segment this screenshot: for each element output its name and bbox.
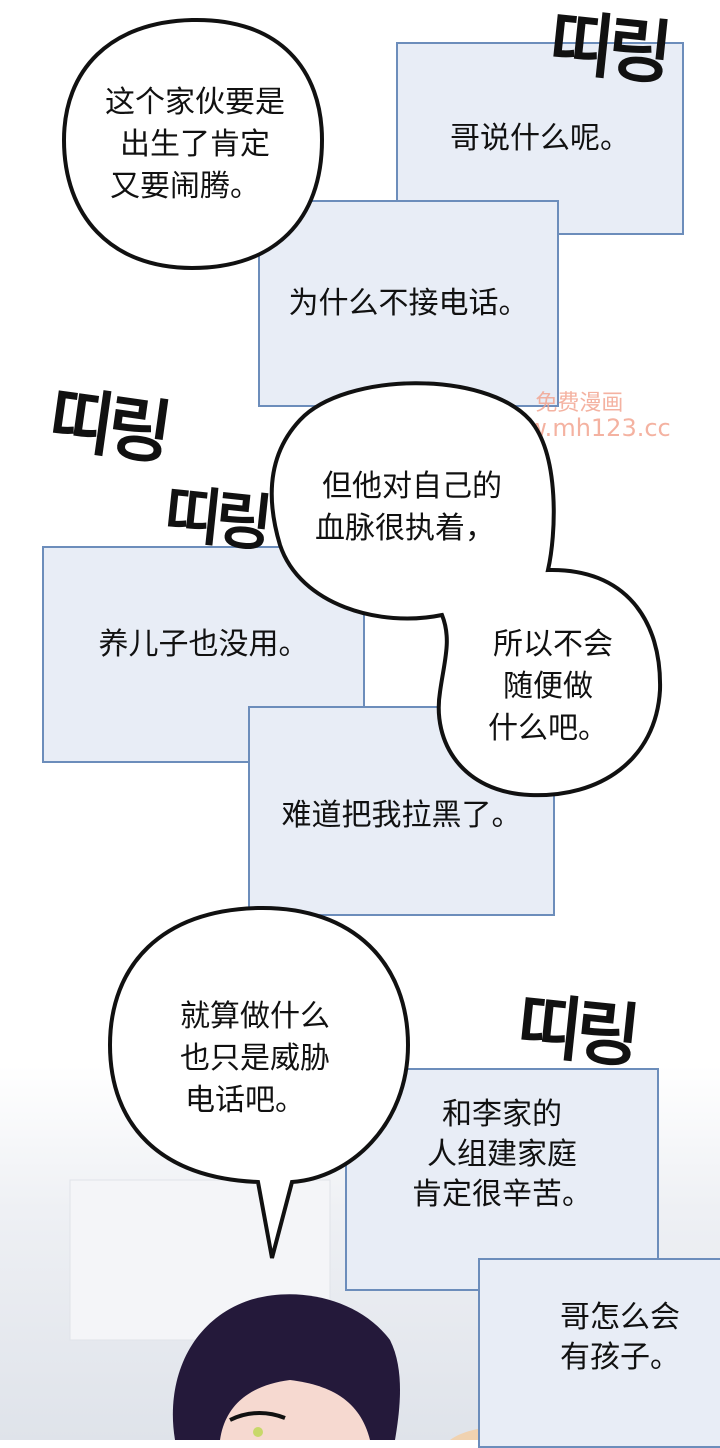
caption-text: 哥怎么会 [560,1300,680,1335]
caption-text: 为什么不接电话。 [288,285,529,321]
caption-text: 哥说什么呢。 [450,120,630,156]
character-head [172,1294,560,1440]
sound-effect-ring: 띠링 [513,984,639,1078]
caption-text: 人组建家庭 [427,1136,577,1172]
caption-text: 养儿子也没用。 [98,626,309,662]
sound-effect-ring: 띠링 [44,377,172,475]
bubble-text: 但他对自己的 [322,469,502,504]
caption-box-6: 哥怎么会 有孩子。 [478,1258,720,1448]
bubble-text: 血脉很执着， [315,511,495,546]
bubble-text: 又要闹腾。 [110,169,260,204]
speech-bubble-2: 但他对自己的 血脉很执着， 所以不会 随便做 什么吧。 [269,381,663,798]
sound-effect-ring: 띠링 [545,1,671,95]
bubble-text: 电话吧。 [185,1083,305,1118]
speech-bubble-3: 就算做什么 也只是威胁 电话吧。 [107,905,411,1259]
watermark-line1: 免费漫画 [535,391,624,416]
caption-text: 肯定很辛苦。 [412,1176,592,1212]
sound-effect-ring: 띠링 [160,476,271,561]
caption-text: 有孩子。 [560,1340,680,1375]
bubble-text: 随便做 [503,669,593,704]
caption-text: 难道把我拉黑了。 [281,798,522,833]
bubble-text: 什么吧。 [488,711,608,746]
caption-box-4: 难道把我拉黑了。 [248,706,555,916]
bubble-text: 所以不会 [493,627,613,662]
bubble-text: 这个家伙要是 [105,85,285,120]
caption-text: 和李家的 [442,1096,562,1132]
speech-bubble-1: 这个家伙要是 出生了肯定 又要闹腾。 [61,17,325,271]
bubble-text: 也只是威胁 [180,1041,330,1076]
bubble-text: 就算做什么 [180,999,330,1034]
bubble-text: 出生了肯定 [120,127,270,162]
